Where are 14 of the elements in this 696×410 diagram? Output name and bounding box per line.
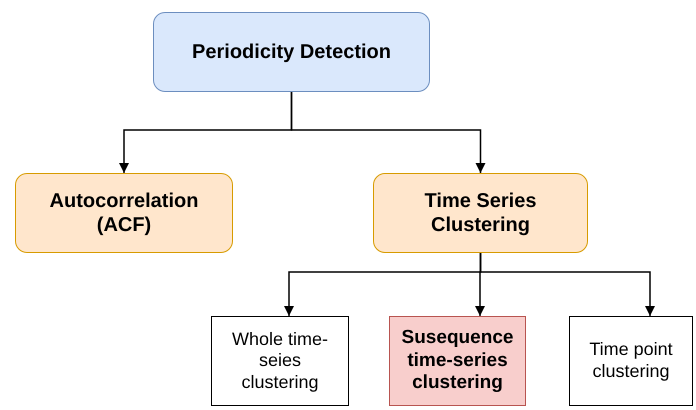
process-box — [569, 316, 693, 406]
node-label: Susequence time-series clustering — [400, 326, 514, 396]
node-label: Autocorrelation (ACF) — [48, 189, 200, 237]
node-label: Time point clustering — [588, 339, 674, 383]
process-box — [153, 12, 430, 92]
node-label: Periodicity Detection — [192, 40, 391, 64]
arrow — [480, 253, 655, 316]
process-box — [15, 173, 233, 253]
node-label: Time Series Clustering — [424, 189, 538, 237]
arrow — [290, 92, 486, 173]
process-box — [389, 316, 526, 406]
process-box — [211, 316, 349, 406]
process-box — [373, 173, 588, 253]
node-label: Whole time-seies clustering — [230, 328, 330, 394]
